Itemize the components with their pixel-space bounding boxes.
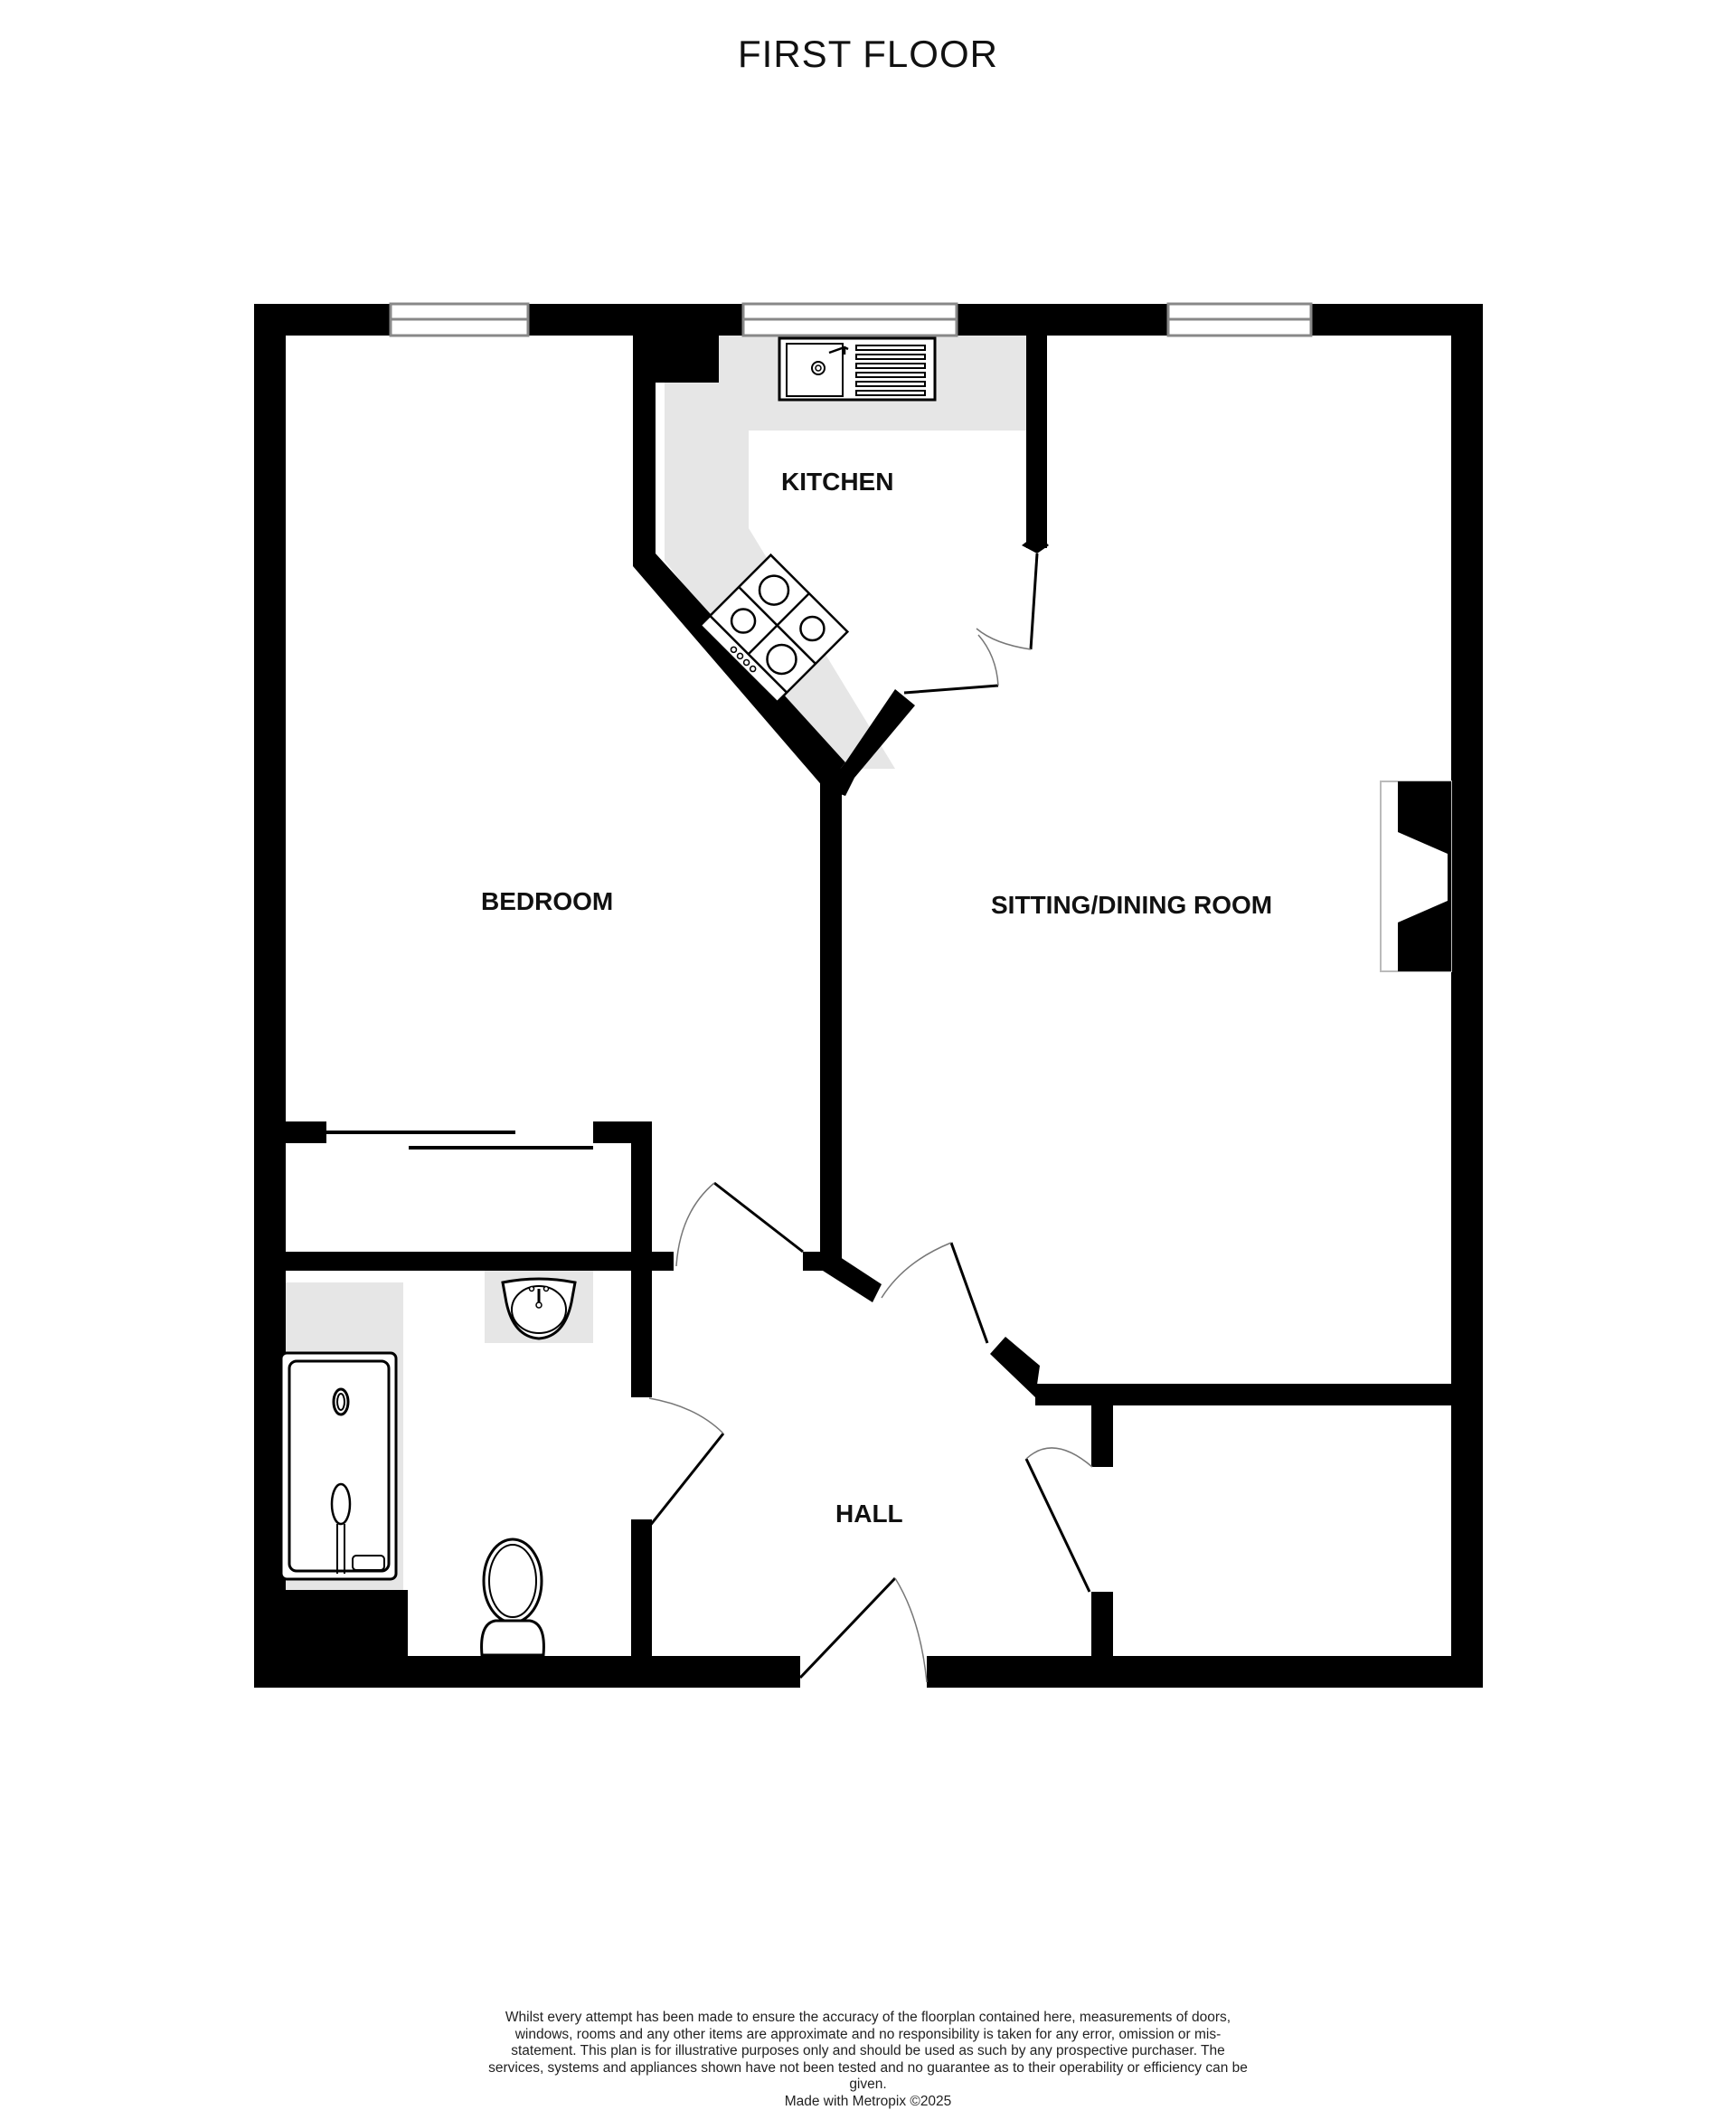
cupboard-door [1024,1447,1093,1593]
bath-icon [279,1351,398,1581]
floor-title: FIRST FLOOR [738,33,998,75]
sitting-room-window [1166,302,1313,337]
room-label-hall: HALL [835,1500,903,1528]
kitchen-window [741,302,958,337]
room-label-bedroom: BEDROOM [481,887,614,915]
bathroom-door [647,1397,725,1528]
room-label-kitchen: KITCHEN [781,468,894,496]
credit-text: Made with Metropix ©2025 [784,2093,952,2109]
bedroom-door [675,1181,804,1267]
disclaimer: Whilst every attempt has been made to en… [488,2010,1248,2110]
wardrobe-sliding-doors [326,1131,593,1150]
kitchen-door [903,553,1039,695]
toilet-icon [480,1538,545,1657]
sitting-room-door [881,1242,989,1344]
room-label-sitting-dining: SITTING/DINING ROOM [991,891,1273,919]
bedroom-window [389,302,530,337]
kitchen-sink-icon [778,336,937,402]
kitchen-hob-icon [698,553,850,705]
walls [254,304,1483,1688]
basin-icon [501,1277,577,1340]
doors [647,553,1093,1683]
disclaimer-text: Whilst every attempt has been made to en… [488,2010,1248,2092]
windows [389,302,1313,337]
fireplace-icon [1380,781,1452,972]
front-entrance-door [798,1576,928,1683]
